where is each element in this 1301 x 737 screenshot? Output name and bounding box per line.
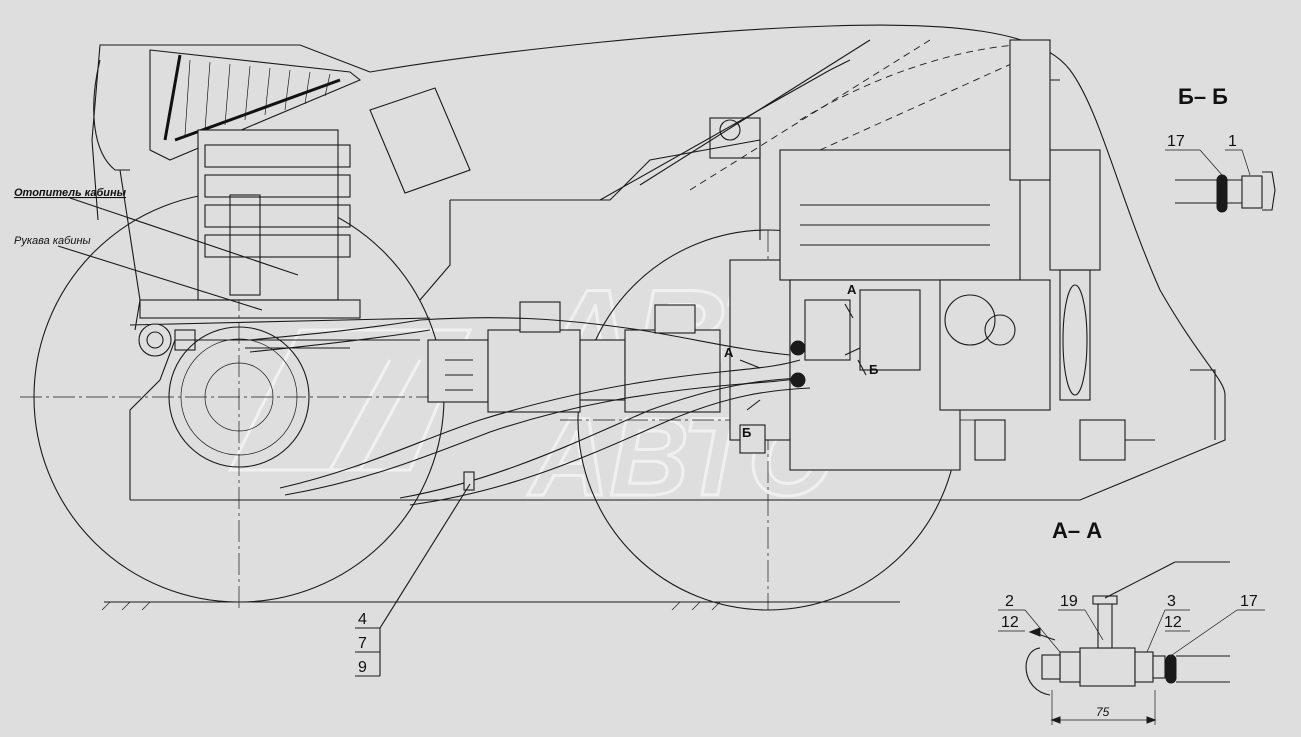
callout-bb-17: 17 xyxy=(1167,133,1185,150)
callout-9: 9 xyxy=(358,659,367,676)
heater-hoses xyxy=(245,317,811,506)
callout-aa-12-left: 12 xyxy=(1001,614,1019,631)
ground-line xyxy=(101,601,900,611)
section-bb-title: Б– Б xyxy=(1178,84,1228,109)
view-b-right-label: Б xyxy=(869,362,878,377)
watermark-logo xyxy=(227,328,473,472)
callout-aa-3: 3 xyxy=(1167,593,1176,610)
section-aa: А– А 75 2 12 19 3 12 17 xyxy=(998,518,1265,725)
engine-block xyxy=(709,39,1155,471)
section-bb: Б– Б 17 1 xyxy=(1165,84,1276,213)
view-a-left-label: А xyxy=(724,345,734,360)
callout-aa-2: 2 xyxy=(1005,593,1014,610)
view-b-bottom-label: Б xyxy=(742,425,751,440)
heater-callout: Отопитель кабины xyxy=(14,187,299,276)
section-marks: А А Б Б xyxy=(724,282,878,440)
callout-7: 7 xyxy=(358,635,367,652)
driveline-pumps xyxy=(427,301,721,413)
callout-aa-17: 17 xyxy=(1240,593,1258,610)
callout-aa-19: 19 xyxy=(1060,593,1078,610)
cab-heater xyxy=(129,129,431,326)
callout-aa-12-right: 12 xyxy=(1164,614,1182,631)
callout-4: 4 xyxy=(358,611,367,628)
view-a-top-label: А xyxy=(847,282,857,297)
section-aa-title: А– А xyxy=(1052,518,1102,543)
left-mount xyxy=(138,323,196,357)
hoses-label: Рукава кабины xyxy=(14,235,91,247)
heater-label: Отопитель кабины xyxy=(14,187,127,199)
dimension-aa: 75 xyxy=(1096,705,1110,719)
callout-stack-main: 4 7 9 xyxy=(355,483,471,677)
hoses-callout: Рукава кабины xyxy=(14,235,263,311)
callout-bb-1: 1 xyxy=(1228,133,1237,150)
